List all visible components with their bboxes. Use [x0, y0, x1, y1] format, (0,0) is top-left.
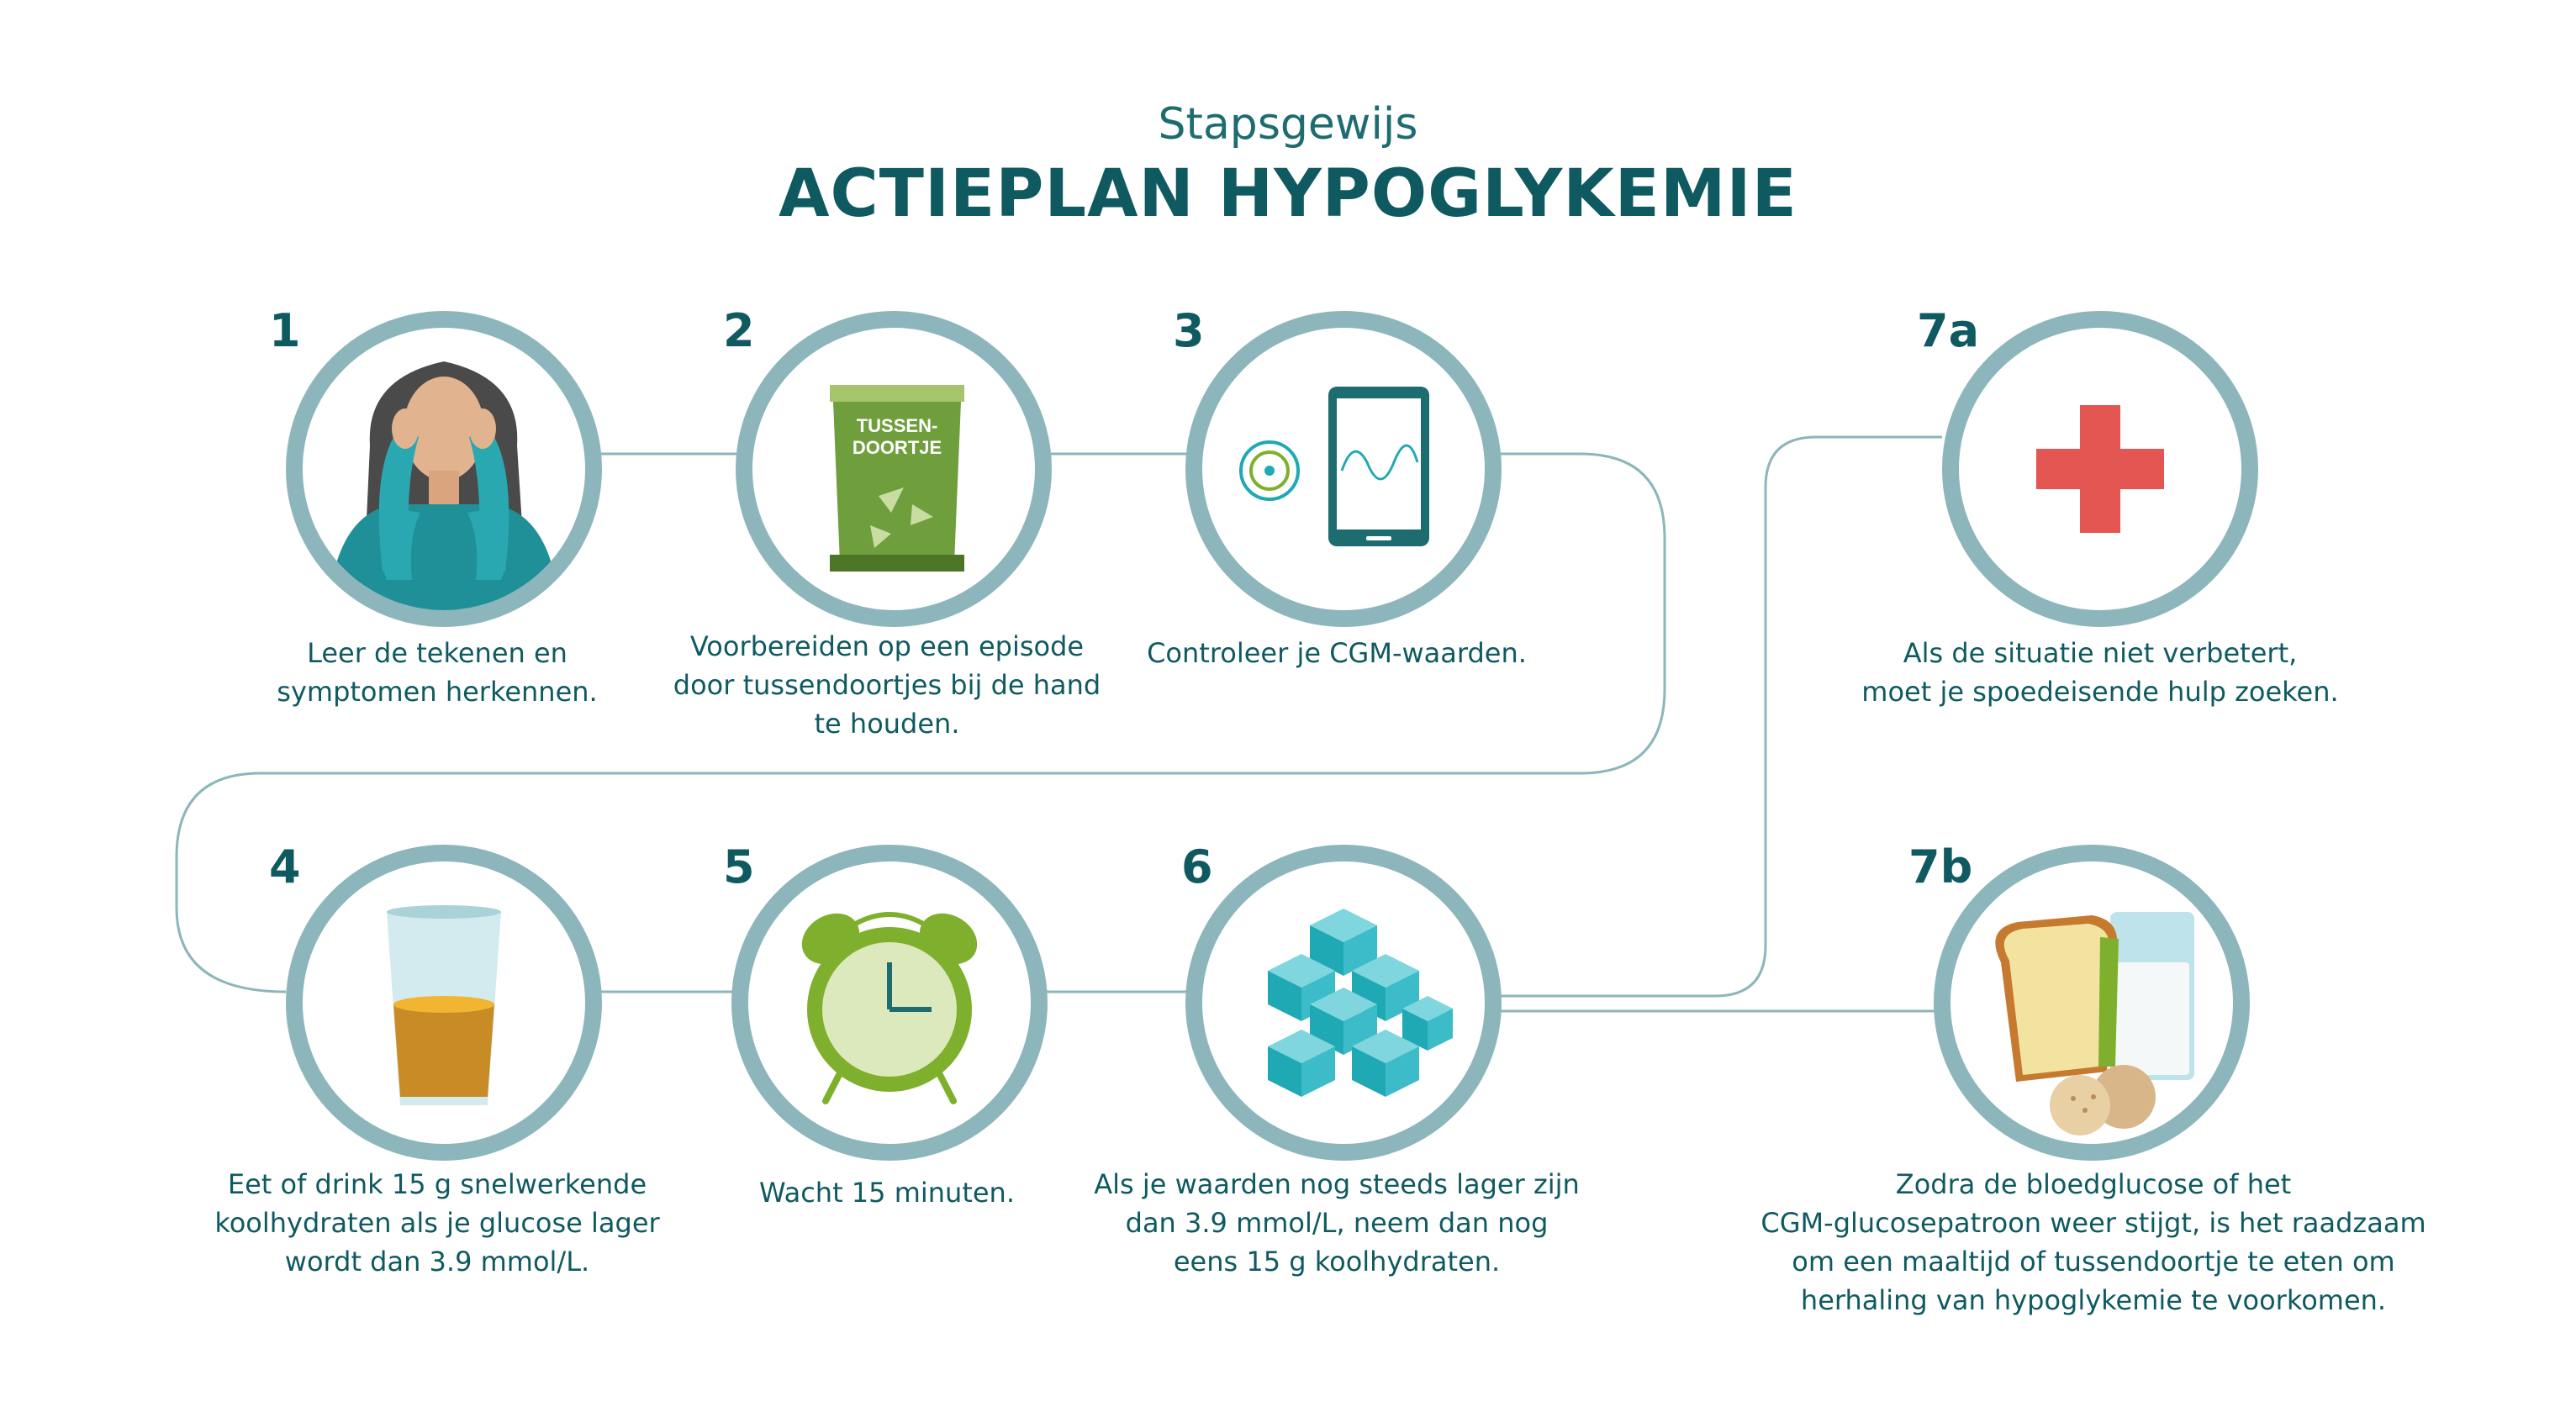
step-5-number: 5 — [723, 840, 755, 893]
step-4-number: 4 — [269, 840, 301, 893]
step-3-caption: Controleer je CGM-waarden. — [1147, 637, 1527, 669]
meal-sandwich-milk-icon — [1995, 912, 2194, 1135]
sugar-cubes-icon — [1268, 909, 1453, 1097]
step-7a-number: 7a — [1917, 304, 1980, 357]
bag-label-line-2: DOORTJE — [853, 437, 942, 458]
connector-6-7a — [1497, 435, 1942, 998]
step-1-circle — [286, 311, 602, 627]
step-1-caption: Leer de tekenen en symptomen herkennen. — [277, 637, 598, 708]
step-6-number: 6 — [1181, 840, 1213, 893]
page-subtitle: Stapsgewijs — [1158, 99, 1418, 150]
step-3-number: 3 — [1173, 304, 1205, 357]
step-4-caption: Eet of drink 15 g snelwerkende koolhydra… — [214, 1168, 660, 1278]
step-3-circle — [1185, 311, 1502, 627]
step-1-number: 1 — [269, 304, 301, 357]
step-7a-caption: Als de situatie niet verbetert, moet je … — [1861, 637, 2339, 708]
bag-label-line-1: TUSSEN- — [857, 415, 938, 436]
step-7b-caption: Zodra de bloedglucose of het CGM-glucose… — [1760, 1168, 2426, 1316]
step-5-caption: Wacht 15 minuten. — [759, 1177, 1015, 1209]
step-5-circle — [731, 845, 1048, 1161]
juice-glass-icon — [387, 905, 501, 1105]
step-6-caption: Als je waarden nog steeds lager zijn dan… — [1094, 1168, 1580, 1278]
step-7b-circle — [1934, 845, 2250, 1161]
step-2-caption: Voorbereiden op een episode door tussend… — [673, 630, 1101, 740]
cgm-sensor-phone-icon — [1239, 387, 1429, 546]
alarm-clock-icon — [801, 912, 978, 1104]
medical-cross-icon — [2036, 405, 2164, 533]
step-7a-circle — [1942, 311, 2258, 627]
step-4-circle — [286, 845, 602, 1161]
step-2-number: 2 — [723, 304, 755, 357]
woman-headache-icon — [328, 361, 560, 610]
step-6-circle — [1185, 845, 1502, 1161]
snack-bag-icon: TUSSEN- DOORTJE — [830, 385, 964, 572]
connector-3-4 — [175, 452, 1666, 993]
step-7b-number: 7b — [1908, 840, 1973, 893]
step-2-circle: TUSSEN- DOORTJE — [736, 311, 1052, 627]
page-title: ACTIEPLAN HYPOGLYKEMIE — [779, 156, 1797, 232]
